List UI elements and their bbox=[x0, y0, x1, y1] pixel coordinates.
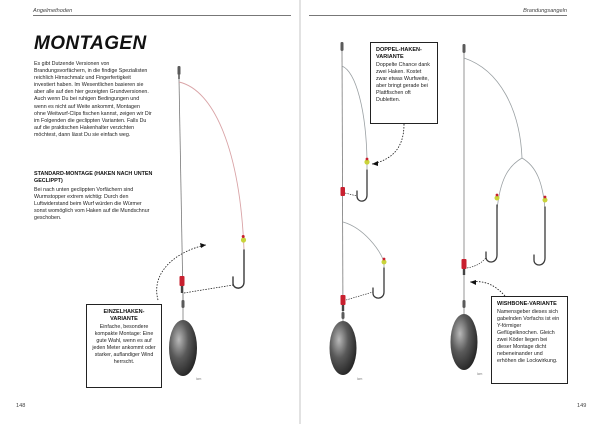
sinker-icon bbox=[169, 320, 197, 376]
swivel-icon bbox=[462, 44, 466, 53]
bead-red bbox=[495, 193, 499, 197]
swivel-icon bbox=[341, 312, 345, 319]
callout-leader bbox=[371, 123, 405, 165]
rig-double-hook bbox=[329, 42, 405, 375]
clip-connection bbox=[345, 291, 374, 301]
section-text-standard: Bei nach unten geclippten Vorfächern sin… bbox=[34, 187, 150, 222]
callout-title: WISHBONE-VARIANTE bbox=[497, 301, 557, 307]
sinker-icon bbox=[450, 314, 478, 370]
swivel-icon bbox=[181, 300, 185, 308]
bead-yellow bbox=[494, 195, 500, 201]
main-line bbox=[178, 78, 184, 301]
bead-red bbox=[543, 195, 547, 199]
swivel-icon bbox=[340, 42, 344, 51]
clip-connection bbox=[466, 257, 487, 269]
callout-text: Einfache, besondere kompakte Montage: Ei… bbox=[92, 324, 156, 365]
page-title: MONTAGEN bbox=[34, 33, 147, 54]
wishbone-fork bbox=[496, 157, 546, 211]
snood-line bbox=[342, 221, 385, 276]
clip-connection bbox=[183, 284, 234, 294]
illustration-credit: lcm bbox=[477, 372, 483, 376]
callout-text: Namensgeber dieses sich gabelnden Vorfac… bbox=[497, 309, 560, 364]
bait-clip-icon bbox=[179, 276, 185, 293]
snood-line bbox=[178, 81, 245, 272]
hook-icon bbox=[232, 249, 245, 289]
bead-yellow bbox=[381, 259, 387, 265]
bait-clip-icon bbox=[461, 259, 467, 275]
page-spine bbox=[299, 0, 301, 424]
sinker-icon bbox=[329, 321, 357, 375]
bead-yellow bbox=[240, 237, 247, 243]
section-heading-standard: STANDARD-MONTAGE (HAKEN NACH UNTEN GECLI… bbox=[34, 171, 153, 184]
bait-clip-icon bbox=[340, 187, 345, 196]
callout-single-hook: EINZELHAKEN-VARIANTE Einfache, besondere… bbox=[86, 304, 162, 388]
hook-icon bbox=[356, 169, 368, 202]
bead-red bbox=[365, 157, 369, 161]
callout-title: DOPPEL-HAKEN-VARIANTE bbox=[376, 47, 422, 60]
callout-text: Doppelte Chance dank zwei Haken. Kostet … bbox=[376, 62, 430, 103]
bait-clip-icon bbox=[340, 295, 346, 311]
running-head-left: Angelmethoden bbox=[33, 8, 291, 16]
illustration-credit: lcm bbox=[357, 377, 363, 381]
main-line bbox=[341, 50, 344, 323]
callout-wishbone: WISHBONE-VARIANTE Namensgeber dieses sic… bbox=[491, 296, 568, 384]
rig-single-hook bbox=[156, 66, 247, 376]
callout-title: EINZELHAKEN-VARIANTE bbox=[103, 309, 145, 322]
callout-double-hook: DOPPEL-HAKEN-VARIANTE Doppelte Chance da… bbox=[370, 42, 438, 124]
page-number-right: 149 bbox=[577, 403, 587, 409]
illustration-credit: lcm bbox=[196, 377, 202, 381]
snood-line bbox=[463, 57, 523, 159]
running-head-right: Brandungsangeln bbox=[309, 8, 567, 16]
clip-connection bbox=[344, 192, 358, 197]
page-number-left: 148 bbox=[16, 403, 26, 409]
rig-wishbone bbox=[450, 44, 548, 370]
hook-icon bbox=[372, 267, 385, 299]
bead-red bbox=[241, 235, 245, 238]
swivel-icon bbox=[177, 66, 181, 79]
callout-leader bbox=[156, 244, 207, 301]
intro-paragraph: Es gibt Dutzende Versionen von Brandungs… bbox=[34, 61, 152, 138]
bead-red bbox=[382, 257, 386, 261]
bead-yellow bbox=[542, 197, 548, 203]
hook-icon bbox=[533, 206, 546, 266]
bead-yellow bbox=[364, 159, 370, 165]
hook-icon bbox=[485, 204, 498, 263]
snood-line bbox=[341, 65, 368, 176]
swivel-icon bbox=[462, 300, 466, 308]
